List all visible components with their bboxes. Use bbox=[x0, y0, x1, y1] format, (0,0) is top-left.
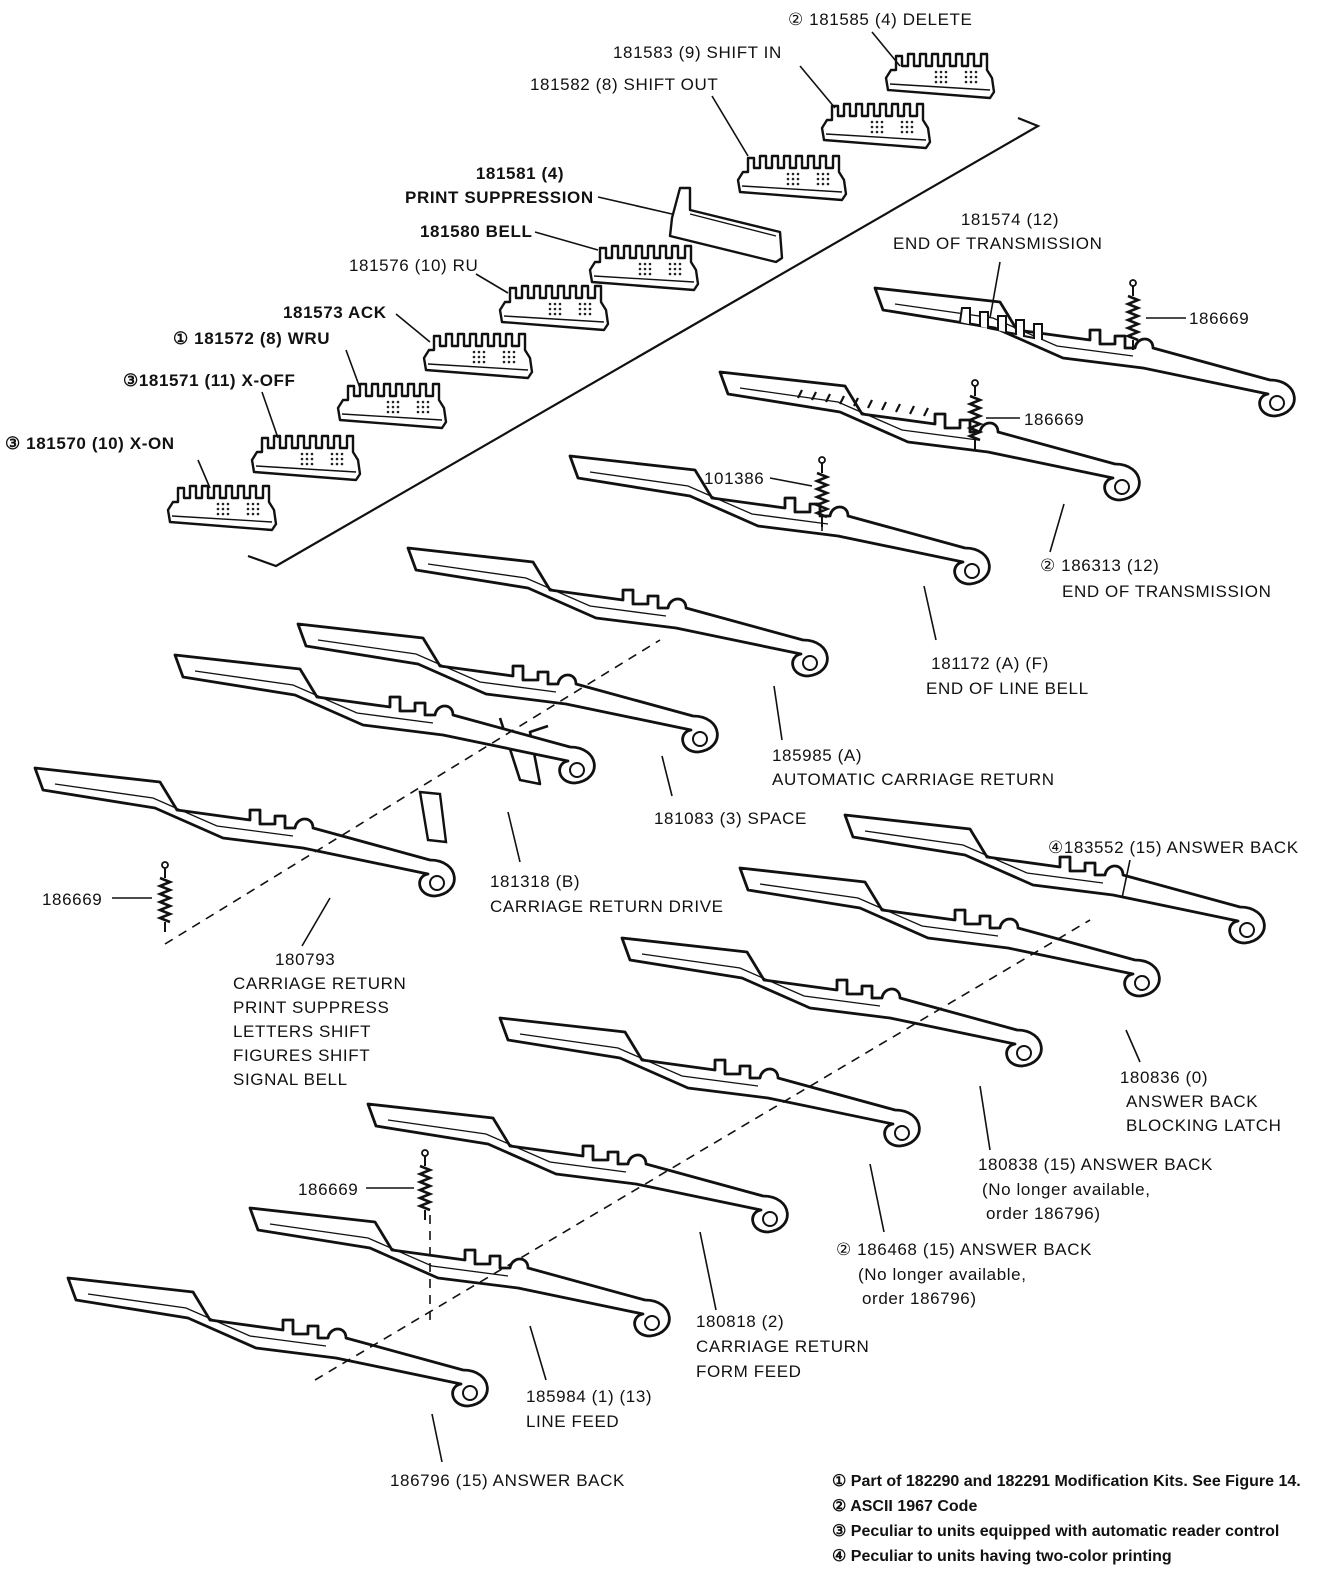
label-print-suppression: PRINT SUPPRESSION bbox=[405, 188, 594, 207]
alignment-lines bbox=[164, 522, 1091, 1381]
codebar-delete bbox=[884, 52, 996, 100]
label-eot1-number: 181574 (12) bbox=[960, 210, 1060, 229]
spring-186669-c bbox=[158, 860, 172, 934]
lever-end-of-line-bell bbox=[568, 454, 991, 586]
label-wru: ① 181572 (8) WRU bbox=[173, 329, 331, 348]
footnote-2: ② ASCII 1967 Code bbox=[832, 1498, 978, 1515]
label-answer-back-180838: 180838 (15) ANSWER BACK bbox=[978, 1155, 1213, 1174]
label-answer-back-186468: ② 186468 (15) ANSWER BACK bbox=[836, 1240, 1093, 1259]
label-bell: 181580 BELL bbox=[420, 222, 533, 241]
lever-carriage-return-drive bbox=[173, 653, 596, 785]
label-shift-in: 181583 (9) SHIFT IN bbox=[613, 43, 782, 62]
footnote-1: ① Part of 182290 and 182291 Modification… bbox=[832, 1473, 1301, 1490]
label-space: 181083 (3) SPACE bbox=[654, 809, 807, 828]
codebar-print-suppression bbox=[668, 186, 784, 264]
label-spring4: 186669 bbox=[42, 890, 103, 909]
label-spring2: 186669 bbox=[1024, 410, 1085, 429]
codebar-ack bbox=[422, 332, 534, 380]
label-shift-out: 181582 (8) SHIFT OUT bbox=[530, 75, 719, 94]
label-answer-back-180838-note1: (No longer available, bbox=[982, 1180, 1151, 1199]
lever-answer-back-186468 bbox=[498, 1016, 921, 1148]
lever-line-feed bbox=[248, 1206, 671, 1338]
lever-answer-back-186796 bbox=[66, 1276, 489, 1408]
label-answer-back-186468-note2: order 186796) bbox=[862, 1289, 977, 1308]
eot2-code-teeth bbox=[797, 389, 929, 417]
leader-lines-levers bbox=[112, 261, 1186, 1463]
label-ack: 181573 ACK bbox=[283, 303, 387, 322]
label-line-feed-number: 185984 (1) (13) bbox=[526, 1387, 653, 1406]
label-cr-line4: FIGURES SHIFT bbox=[233, 1046, 371, 1065]
label-eot2-name: END OF TRANSMISSION bbox=[1062, 582, 1272, 601]
spring-186669-a bbox=[1126, 278, 1140, 352]
codebar-xon bbox=[166, 484, 278, 532]
spring-186669-d bbox=[418, 1148, 432, 1222]
label-delete: ② 181585 (4) DELETE bbox=[788, 10, 973, 29]
label-line-feed-name: LINE FEED bbox=[526, 1412, 620, 1431]
label-blocking-latch-line1: ANSWER BACK bbox=[1126, 1092, 1259, 1111]
separator-line bbox=[247, 116, 1041, 568]
codebar-shift-in bbox=[820, 102, 932, 150]
label-ru: 181576 (10) RU bbox=[349, 256, 479, 275]
label-acr-name: AUTOMATIC CARRIAGE RETURN bbox=[772, 770, 1055, 789]
eot-code-teeth bbox=[959, 307, 1043, 340]
label-eot1-name: END OF TRANSMISSION bbox=[893, 234, 1103, 253]
label-eol-number: 181172 (A) (F) bbox=[931, 654, 1049, 673]
space-lever-arm bbox=[498, 717, 549, 786]
codebar-wru bbox=[336, 382, 448, 430]
label-answer-back-183552: ④183552 (15) ANSWER BACK bbox=[1048, 838, 1299, 857]
codebar-shift-out bbox=[736, 154, 848, 202]
lever-answer-back-180838 bbox=[620, 936, 1043, 1068]
label-answer-back-186468-note1: (No longer available, bbox=[858, 1265, 1027, 1284]
label-spring5: 186669 bbox=[298, 1180, 359, 1199]
label-blocking-latch-number: 180836 (0) bbox=[1119, 1068, 1209, 1087]
label-crd-number: 181318 (B) bbox=[490, 872, 581, 891]
label-spring3: 101386 bbox=[704, 469, 765, 488]
lever-form-feed bbox=[366, 1102, 789, 1234]
codebar-bell bbox=[588, 244, 700, 292]
label-cr-number: 180793 bbox=[275, 950, 336, 969]
label-xon: ③ 181570 (10) X-ON bbox=[5, 434, 175, 453]
codebar-xoff bbox=[250, 434, 362, 482]
label-blocking-latch-line2: BLOCKING LATCH bbox=[1126, 1116, 1282, 1135]
label-cr-line3: LETTERS SHIFT bbox=[233, 1022, 372, 1041]
label-acr-number: 185985 (A) bbox=[772, 746, 863, 765]
label-spring1: 186669 bbox=[1189, 309, 1250, 328]
label-answer-back-186796: 186796 (15) ANSWER BACK bbox=[390, 1471, 625, 1490]
label-eot2-number: ② 186313 (12) bbox=[1040, 556, 1160, 575]
label-cr-line2: PRINT SUPPRESS bbox=[233, 998, 390, 1017]
codebar-ru bbox=[498, 284, 610, 332]
footnotes: ① Part of 182290 and 182291 Modification… bbox=[832, 1469, 1301, 1569]
label-cr-line5: SIGNAL BELL bbox=[233, 1070, 348, 1089]
crd-foot bbox=[418, 790, 448, 844]
label-cr-line1: CARRIAGE RETURN bbox=[233, 974, 407, 993]
footnote-3: ③ Peculiar to units equipped with automa… bbox=[832, 1523, 1280, 1540]
leader-lines-codebars bbox=[197, 31, 901, 489]
label-form-feed-line1: CARRIAGE RETURN bbox=[696, 1337, 870, 1356]
lever-automatic-carriage-return bbox=[406, 546, 829, 678]
lever-carriage-return bbox=[33, 766, 456, 898]
label-crd-name: CARRIAGE RETURN DRIVE bbox=[490, 897, 724, 916]
label-answer-back-180838-note2: order 186796) bbox=[986, 1204, 1101, 1223]
label-xoff: ③181571 (11) X-OFF bbox=[123, 371, 296, 390]
label-eol-name: END OF LINE BELL bbox=[926, 679, 1089, 698]
footnote-4: ④ Peculiar to units having two-color pri… bbox=[832, 1548, 1172, 1565]
label-print-suppression-number: 181581 (4) bbox=[475, 164, 565, 183]
label-form-feed-line2: FORM FEED bbox=[696, 1362, 802, 1381]
label-form-feed-number: 180818 (2) bbox=[696, 1312, 785, 1331]
